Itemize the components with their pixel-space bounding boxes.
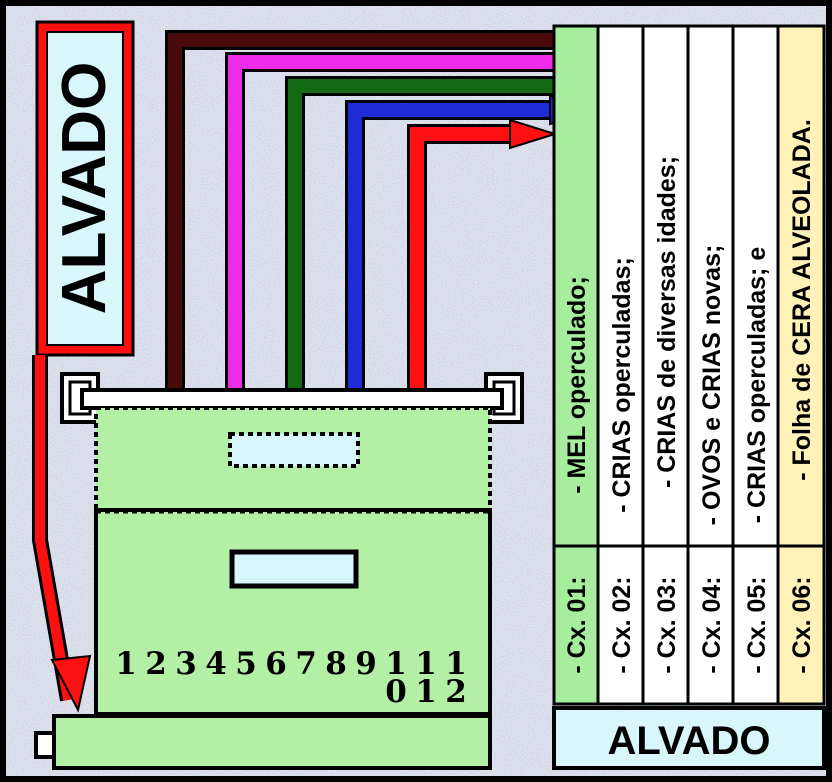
frame-number: 2 — [445, 674, 467, 710]
legend-content-cx03: - CRIAS de diversas idades; — [653, 156, 681, 488]
legend-content-cx06: - Folha de CERA ALVEOLADA. — [788, 119, 816, 481]
legend-content-cx02: - CRIAS operculadas; — [608, 257, 636, 513]
frame-number: 1 — [115, 646, 137, 682]
hive-super-handle — [230, 434, 358, 466]
hive-bottom-board — [54, 716, 490, 768]
hive-body-handle — [232, 552, 356, 586]
frame-number: 5 — [235, 646, 257, 682]
alvado-left-text: ALVADO — [50, 62, 119, 315]
frame-number: 4 — [205, 646, 227, 682]
hive-lid — [82, 390, 502, 408]
frame-number: 6 — [265, 646, 287, 682]
frame-number: 9 — [355, 646, 377, 682]
legend-content-cx04: - OVOS e CRIAS novas; — [698, 245, 726, 526]
frame-number: 7 — [295, 646, 317, 682]
legend-code-cx05: - Cx. 05: — [743, 576, 771, 673]
legend-code-cx04: - Cx. 04: — [698, 576, 726, 673]
legend-code-cx06: - Cx. 06: — [788, 576, 816, 673]
frame-number: 8 — [325, 646, 347, 682]
frame-number: 3 — [175, 646, 197, 682]
frame-number: 0 — [385, 674, 407, 710]
frame-number: 1 — [415, 674, 437, 710]
legend-code-cx01: - Cx. 01: — [563, 576, 591, 673]
legend-code-cx03: - Cx. 03: — [653, 576, 681, 673]
legend-table: - MEL operculado; - CRIAS operculadas; -… — [554, 26, 824, 704]
alvado-bottom-text: ALVADO — [608, 719, 771, 763]
legend-content-cx01: - MEL operculado; — [563, 276, 591, 494]
legend-content-cx05: - CRIAS operculadas; e — [743, 247, 771, 524]
frame-number: 2 — [145, 646, 167, 682]
legend-code-cx02: - Cx. 02: — [608, 576, 636, 673]
